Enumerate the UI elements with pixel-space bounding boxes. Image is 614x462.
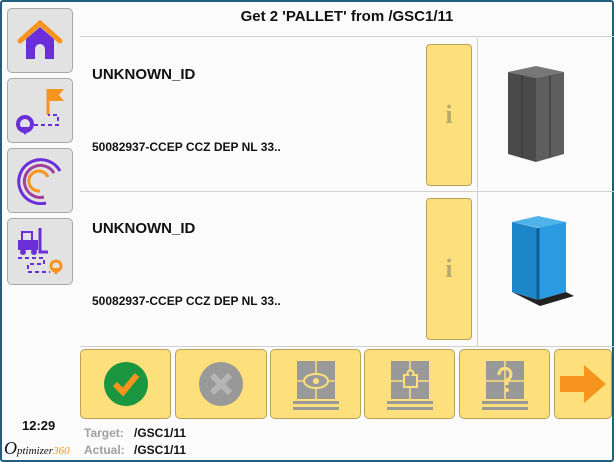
page-title: Get 2 'PALLET' from /GSC1/11 [240,8,454,25]
forklift-route-button[interactable] [7,218,73,285]
pallet-blue-icon [512,216,574,306]
divider [80,191,614,192]
forklift-icon [18,227,63,275]
info-icon: i [445,100,453,129]
check-icon [103,362,148,406]
inspect-pallet-button[interactable] [270,349,361,419]
route-flag-icon [16,88,64,135]
item-description: 50082937-CCEP CCZ DEP NL 33.. [92,294,281,308]
item-id: UNKNOWN_ID [92,220,196,237]
pallet-puzzle-icon [386,361,433,410]
divider [80,36,614,37]
pallet-eye-icon [292,361,339,410]
clock: 12:29 [22,418,56,433]
route-button[interactable] [7,78,73,143]
actual-label: Actual: [84,443,125,457]
puzzle-pallet-button[interactable] [364,349,455,419]
item-id: UNKNOWN_ID [92,66,196,83]
item-description: 50082937-CCEP CCZ DEP NL 33.. [92,140,281,154]
actual-value: /GSC1/11 [134,443,187,457]
confirm-button[interactable] [80,349,171,419]
list-item[interactable]: UNKNOWN_ID 50082937-CCEP CCZ DEP NL 33.. [80,38,476,191]
divider [80,346,614,347]
divider [477,38,478,346]
cancel-button[interactable] [175,349,267,419]
pallet-question-icon [481,361,528,410]
target-value: /GSC1/11 [134,426,187,440]
next-button[interactable] [554,349,612,419]
info-button[interactable]: i [426,198,472,340]
list-item[interactable]: UNKNOWN_ID 50082937-CCEP CCZ DEP NL 33.. [80,192,476,346]
cross-icon [199,362,243,406]
swirl-button[interactable] [7,148,73,213]
pallet-grey-icon [508,66,564,162]
swirl-logo-icon [17,157,62,205]
unknown-pallet-button[interactable] [459,349,550,419]
home-icon [17,19,63,59]
home-button[interactable] [7,8,73,73]
arrow-right-icon [560,365,606,403]
site-optimizer-logo: Optimizer360 [4,438,70,458]
target-label: Target: [84,426,124,440]
info-icon: i [445,254,453,283]
info-button[interactable]: i [426,44,472,186]
